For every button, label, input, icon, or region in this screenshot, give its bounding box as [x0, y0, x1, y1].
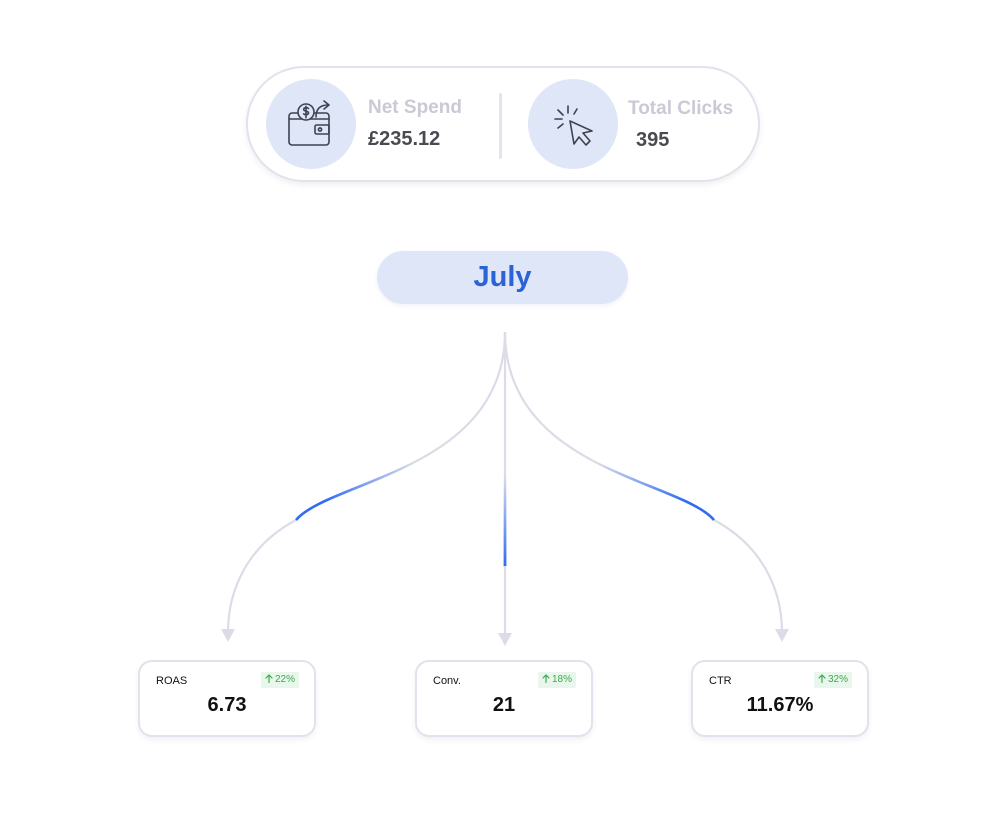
metric-card-roas[interactable]: ROAS 22% 6.73 — [138, 660, 316, 737]
metric-label: Conv. — [433, 675, 461, 687]
total-clicks-value: 395 — [636, 129, 670, 151]
summary-pill: Net Spend £235.12 Total Clicks 395 — [246, 66, 760, 182]
arrow-up-icon — [265, 674, 273, 684]
connector-left — [221, 331, 507, 642]
change-badge: 18% — [537, 672, 576, 688]
metric-card-conversions[interactable]: Conv. 18% 21 — [415, 660, 593, 737]
metric-value: 11.67% — [746, 694, 814, 716]
net-spend-value: £235.12 — [368, 128, 441, 150]
cursor-click-icon — [554, 105, 593, 146]
pill-divider — [499, 93, 502, 159]
arrowhead-middle — [498, 633, 512, 646]
metric-label: CTR — [709, 675, 732, 687]
metric-value: 6.73 — [207, 694, 247, 716]
total-clicks-label: Total Clicks — [628, 98, 734, 119]
arrow-up-icon — [818, 674, 826, 684]
connector-right — [503, 331, 789, 642]
net-spend-icon-circle — [266, 79, 356, 169]
total-clicks-icon-circle — [528, 79, 618, 169]
connector-middle — [498, 332, 512, 646]
month-pill[interactable]: July — [377, 251, 628, 304]
metric-card-ctr[interactable]: CTR 32% 11.67% — [691, 660, 869, 737]
change-badge: 22% — [260, 672, 299, 688]
metric-value: 21 — [492, 694, 516, 716]
net-spend-label: Net Spend — [368, 97, 462, 118]
arrowhead-right — [775, 629, 789, 642]
metric-label: ROAS — [156, 675, 188, 687]
change-badge: 32% — [813, 672, 852, 688]
arrow-up-icon — [542, 674, 550, 684]
arrowhead-left — [221, 629, 235, 642]
wallet-money-icon — [288, 100, 330, 146]
